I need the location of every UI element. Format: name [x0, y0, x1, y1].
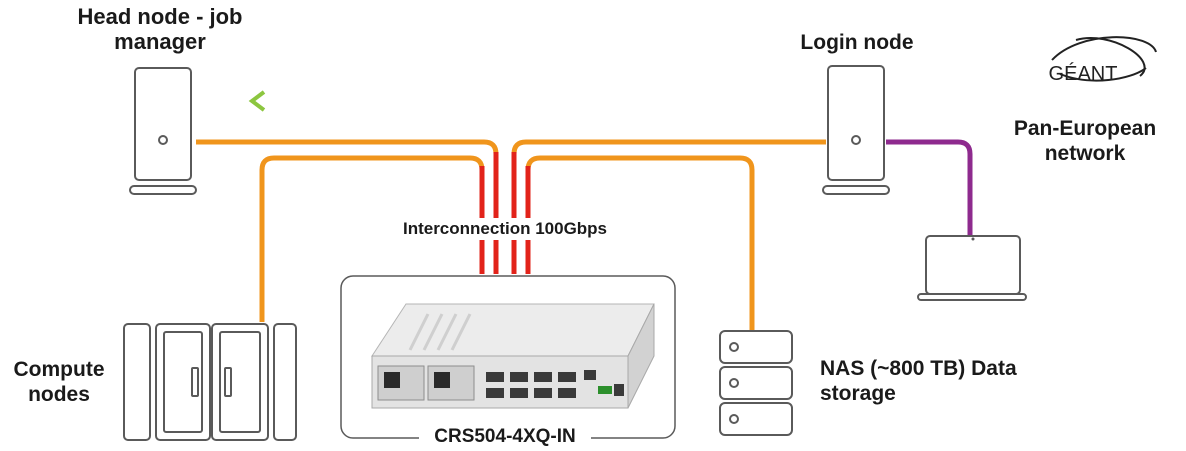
orange-link-nas	[525, 155, 755, 331]
head-node-label: Head node - job manager	[77, 4, 243, 54]
orange-link-head	[196, 139, 499, 274]
login-node-server-icon	[822, 65, 890, 195]
switch-model-label: CRS504-4XQ-IN	[419, 425, 591, 449]
head-node-server-icon	[129, 67, 197, 195]
pan-european-network-label: Pan-European network	[1013, 117, 1157, 165]
nas-storage-label: NAS (~800 TB) Data storage	[820, 357, 1017, 405]
compute-nodes-rack-icon	[123, 323, 297, 441]
geant-logo-icon	[1051, 36, 1157, 82]
interconnection-label: Interconnection 100Gbps	[402, 219, 608, 238]
orange-link-login	[511, 139, 826, 274]
nas-storage-icon	[719, 330, 793, 436]
purple-link	[886, 139, 973, 237]
geant-logo-text: GÉANT	[1048, 63, 1118, 85]
green-arrow-head	[248, 90, 266, 112]
laptop-icon	[917, 235, 1027, 301]
orange-link-compute	[259, 155, 485, 322]
compute-nodes-label: Compute nodes	[13, 358, 105, 406]
switch-device-icon	[371, 303, 655, 409]
login-node-label: Login node	[800, 31, 914, 54]
red-link-bundle	[479, 152, 531, 274]
